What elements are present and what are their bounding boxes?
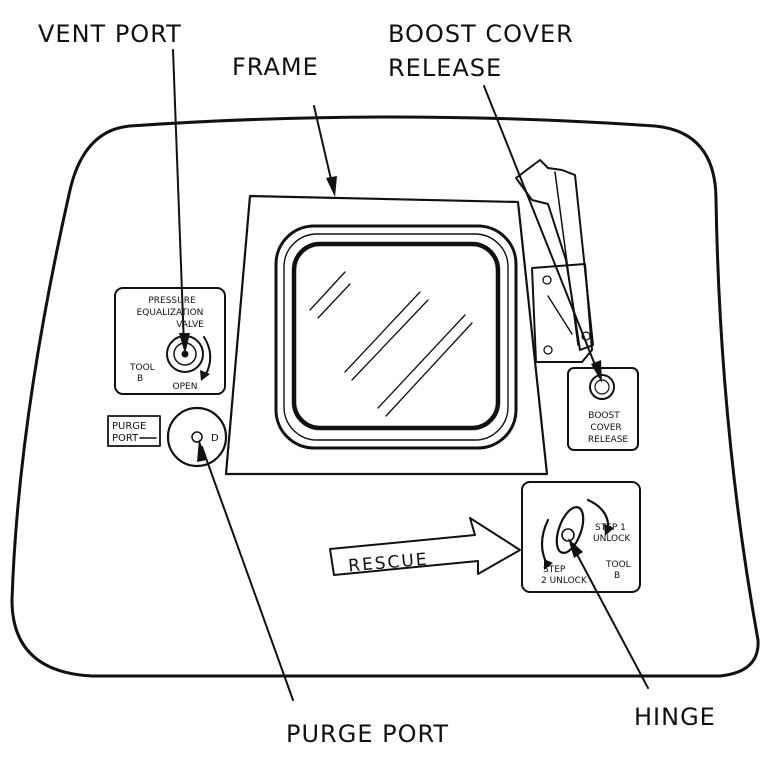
boost-release-button-inner — [594, 379, 610, 395]
pressure-valve-tool: TOOL — [129, 363, 155, 373]
purge-port-leader — [201, 446, 294, 701]
hinge-rotate-arrow-head — [544, 559, 553, 570]
hinge-callout: HINGE — [634, 703, 716, 731]
hinge-step1-label: STEP 1 — [595, 523, 626, 533]
open-arrow-head — [200, 370, 210, 381]
pressure-valve-label: VALVE — [176, 320, 204, 330]
purge-port-knob[interactable] — [166, 406, 228, 468]
glass-reflection — [377, 314, 466, 409]
purge-tag-label: PURGE — [112, 421, 146, 432]
hinge-step2-label: 2 UNLOCK — [541, 576, 588, 586]
vent-port-callout: VENT PORT — [38, 20, 182, 48]
hinge-leader-head — [568, 538, 583, 558]
boost-release-label: RELEASE — [588, 435, 629, 445]
boost-rivet — [543, 345, 553, 355]
vent-port-leader — [172, 49, 185, 347]
boost-rivet — [542, 275, 552, 285]
purge-port-knob-center — [191, 431, 203, 443]
hinge-step2-label: STEP — [543, 565, 566, 575]
purge-port-leader-head — [197, 439, 207, 462]
glass-reflection — [309, 271, 346, 311]
frame-leader-head — [326, 176, 337, 197]
window-bezel — [274, 224, 518, 450]
purge-port-tag — [107, 415, 161, 447]
boost-release-label: COVER — [590, 423, 621, 433]
glass-reflection — [344, 291, 421, 373]
glass-reflection — [351, 299, 429, 381]
hinge-handle[interactable] — [551, 504, 588, 557]
open-arrow-icon — [203, 336, 212, 377]
rescue-arrow — [329, 517, 521, 576]
boost-cover-callout: RELEASE — [388, 54, 502, 82]
hinge-tool-label: TOOL — [605, 560, 631, 570]
boost-release-button[interactable] — [589, 374, 615, 400]
window-bezel-inner — [283, 233, 509, 441]
boost-cover-callout: BOOST COVER — [388, 20, 574, 48]
hinge-pivot — [561, 528, 575, 542]
glass-reflection — [317, 283, 351, 319]
boost-release-leader-head — [591, 360, 602, 383]
boost-release-plate — [567, 367, 639, 451]
hinge-plate — [521, 481, 641, 593]
frame-callout: FRAME — [232, 53, 319, 81]
boost-release-label: BOOST — [588, 411, 620, 421]
window-frame — [224, 194, 549, 476]
hinge-tool-label: B — [614, 571, 620, 581]
pressure-valve-plate — [114, 287, 226, 395]
hinge-rotate-arrow-icon — [540, 518, 550, 568]
hinge-step1-label: UNLOCK — [593, 534, 631, 544]
frame-leader — [313, 105, 334, 189]
pressure-valve-label: EQUALIZATION — [137, 308, 204, 318]
hatch-outline — [10, 115, 760, 678]
hinge-leader — [571, 544, 649, 689]
purge-knob-mark: D — [211, 433, 219, 444]
boost-bracket — [531, 263, 593, 363]
boost-release-leader — [483, 85, 600, 376]
rescue-arrow-label: RESCUE — [348, 550, 430, 577]
pressure-valve-open: OPEN — [173, 382, 198, 392]
glass-reflection — [385, 322, 473, 417]
pressure-valve-label: PRESSURE — [148, 296, 196, 306]
boost-lever-line — [554, 171, 579, 346]
purge-tag-label: PORT — [112, 433, 139, 444]
window-glass — [291, 241, 501, 431]
boost-bracket-slot — [547, 295, 573, 335]
vent-port-leader-head — [179, 333, 190, 354]
pressure-valve-tool: B — [137, 374, 143, 384]
purge-port-callout: PURGE PORT — [286, 720, 449, 748]
boost-lever-arm — [515, 159, 594, 351]
hinge-rotate-arrow-head — [604, 524, 614, 536]
